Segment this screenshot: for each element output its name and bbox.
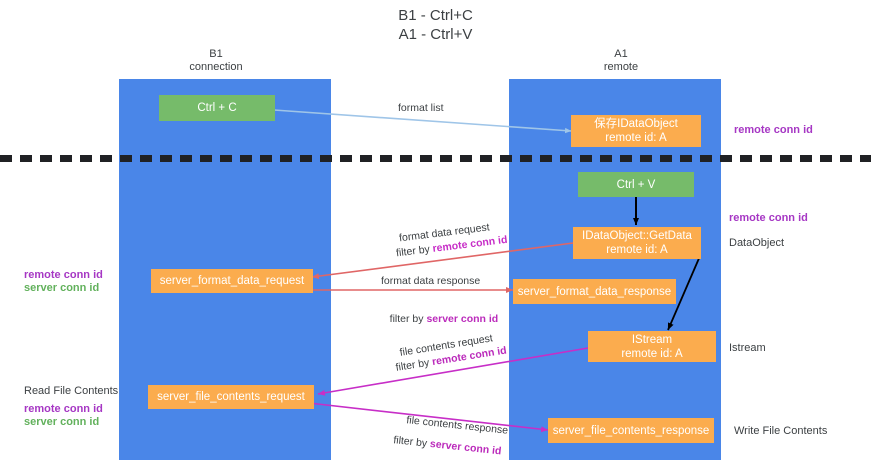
filter-prefix: filter by xyxy=(392,434,431,450)
side-label-dataobject: DataObject xyxy=(729,237,785,249)
node-server-file-contents-request[interactable]: server_file_contents_request xyxy=(148,385,314,409)
filter-value-server-conn-id: server conn id xyxy=(429,437,502,458)
node-server-format-data-response[interactable]: server_format_data_response xyxy=(513,279,676,304)
edge-label-format-list: format list xyxy=(398,102,444,114)
filter-value-remote-conn-id: remote conn id xyxy=(431,344,508,369)
filter-value-server-conn-id: server conn id xyxy=(426,313,499,325)
edge-label-format-data-response-filter: filter by server conn id xyxy=(378,298,499,340)
side-label-server-conn-id-left-2: server conn id xyxy=(24,416,100,428)
side-label-remote-conn-id-left-2: remote conn id xyxy=(24,403,103,415)
node-save-idataobject[interactable]: 保存IDataObject remote id: A xyxy=(571,115,701,147)
node-server-file-contents-response[interactable]: server_file_contents_response xyxy=(548,418,714,443)
column-heading-a1: A1 remote xyxy=(603,48,639,73)
node-ctrl-v[interactable]: Ctrl + V xyxy=(578,172,694,197)
edge-label-format-data-response: format data response xyxy=(381,275,481,287)
side-label-istream: Istream xyxy=(729,342,766,354)
side-label-server-conn-id-left: server conn id xyxy=(24,282,100,294)
side-label-remote-conn-id-top: remote conn id xyxy=(734,124,813,136)
page-title: B1 - Ctrl+C A1 - Ctrl+V xyxy=(398,7,473,43)
section-divider xyxy=(0,155,871,162)
node-istream[interactable]: IStream remote id: A xyxy=(588,331,716,362)
node-idataobject-getdata[interactable]: IDataObject::GetData remote id: A xyxy=(573,227,701,259)
side-label-write-file-contents: Write File Contents xyxy=(734,425,828,437)
side-label-read-file-contents: Read File Contents xyxy=(24,385,119,397)
node-ctrl-c[interactable]: Ctrl + C xyxy=(159,95,275,121)
filter-prefix: filter by xyxy=(394,356,434,374)
side-label-remote-conn-id-mid: remote conn id xyxy=(729,212,808,224)
side-label-remote-conn-id-left: remote conn id xyxy=(24,269,103,281)
node-server-format-data-request[interactable]: server_format_data_request xyxy=(151,269,313,293)
filter-prefix: filter by xyxy=(389,313,427,325)
filter-value-remote-conn-id: remote conn id xyxy=(431,233,509,255)
column-heading-b1: B1 connection xyxy=(189,48,243,73)
filter-prefix: filter by xyxy=(395,242,434,260)
